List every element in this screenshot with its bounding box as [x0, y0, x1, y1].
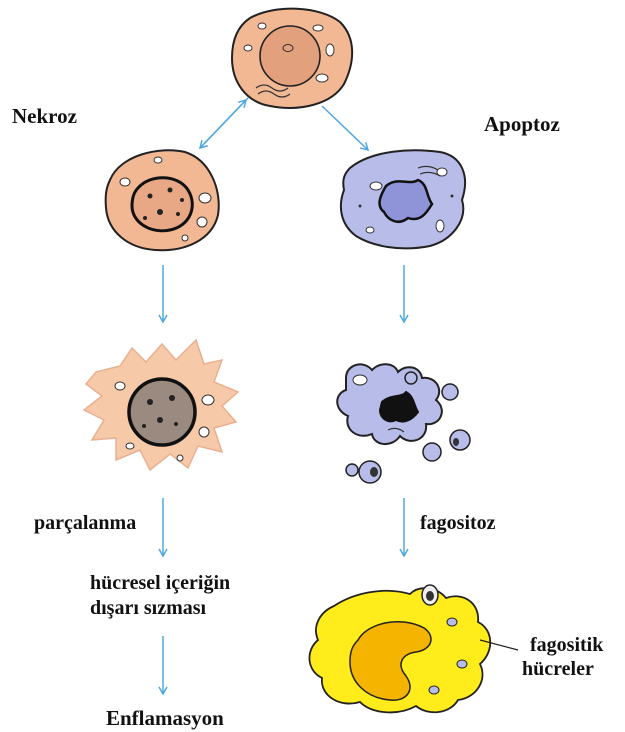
disintegrating-necrotic-cell: [84, 340, 238, 470]
label-parcalanma: parçalanma: [34, 512, 136, 535]
label-nekroz: Nekroz: [12, 104, 77, 128]
arrow-to-apoptoz: [322, 106, 368, 150]
label-fagositik-line2: hücreler: [522, 658, 594, 681]
apoptotic-shrunken-cell: [341, 150, 465, 248]
apoptotic-nucleus: [380, 180, 432, 222]
disintegrating-nucleus: [129, 379, 195, 445]
phagocytic-cell: [309, 585, 518, 712]
necrotic-swollen-cell: [106, 150, 219, 250]
necrotic-nucleus: [132, 178, 192, 231]
apoptotic-bodies: [337, 364, 470, 483]
label-fagositik-line1: fagositik: [530, 634, 603, 657]
arrow-back-to-normal: [200, 100, 246, 148]
normal-cell-nucleus: [260, 26, 320, 86]
normal-cell: [232, 9, 352, 108]
label-enflamasyon: Enflamasyon: [106, 706, 224, 730]
label-apoptoz: Apoptoz: [484, 112, 560, 136]
label-fagositoz: fagositoz: [420, 512, 496, 535]
label-sizma-line1: hücresel içeriğin: [90, 572, 230, 595]
label-sizma-line2: dışarı sızması: [90, 597, 206, 620]
